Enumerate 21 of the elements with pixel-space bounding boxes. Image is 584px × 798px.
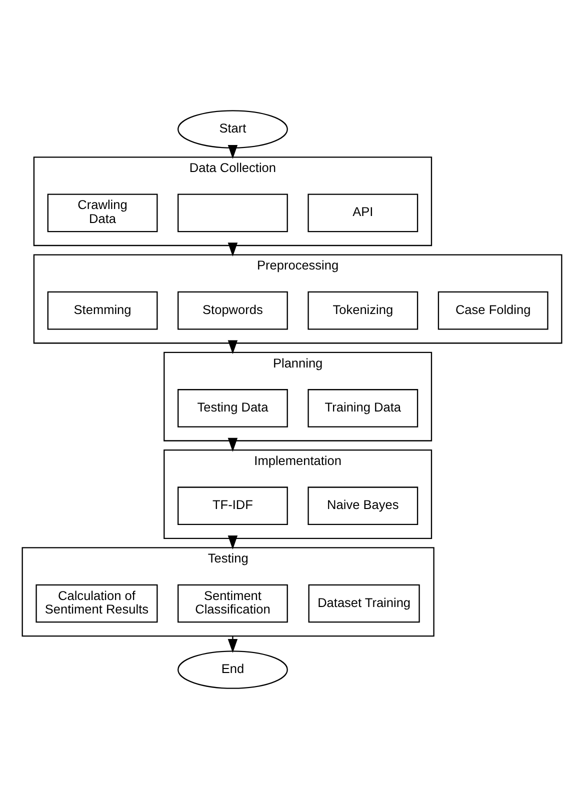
node-box: Case Folding [438, 290, 548, 330]
node-box: Crawling Data [47, 193, 158, 232]
node-box: Stopwords [178, 290, 288, 330]
node-box: TF-IDF [178, 486, 288, 525]
node-box: API [308, 193, 418, 232]
arrow [228, 144, 238, 158]
node-box: Dataset Training [308, 584, 420, 622]
arrow [228, 437, 238, 452]
node-box: Training Data [308, 388, 418, 427]
node-box: Testing Data [178, 388, 288, 427]
arrow [228, 636, 238, 652]
arrow [228, 340, 238, 354]
node-ellipse: End [178, 650, 288, 688]
node-box [178, 193, 288, 232]
arrow [228, 242, 238, 256]
arrow [228, 535, 238, 549]
node-box: Stemming [47, 290, 158, 330]
node-box: Sentiment Classification [178, 584, 288, 622]
node-box: Calculation of Sentiment Results [36, 584, 158, 622]
node-box: Tokenizing [308, 290, 418, 330]
node-box: Naive Bayes [308, 486, 418, 525]
